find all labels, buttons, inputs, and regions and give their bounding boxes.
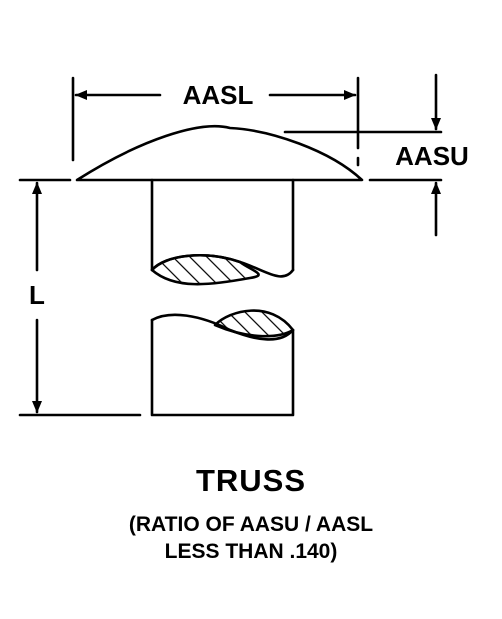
ratio-note-line-1: (RATIO OF AASU / AASL: [128, 513, 374, 536]
lower-break-hatch: [213, 309, 295, 338]
ratio-note-line-2: LESS THAN .140): [164, 540, 338, 563]
diagram-title: TRUSS: [195, 463, 307, 498]
aasu-label: AASU: [395, 141, 469, 171]
length-label: L: [29, 280, 45, 310]
rivet-head: [75, 124, 364, 182]
upper-break-hatch: [150, 254, 260, 286]
rivet-shank-upper: [150, 178, 295, 272]
rivet-shank-lower: [150, 318, 295, 417]
aasl-label: AASL: [183, 80, 254, 110]
